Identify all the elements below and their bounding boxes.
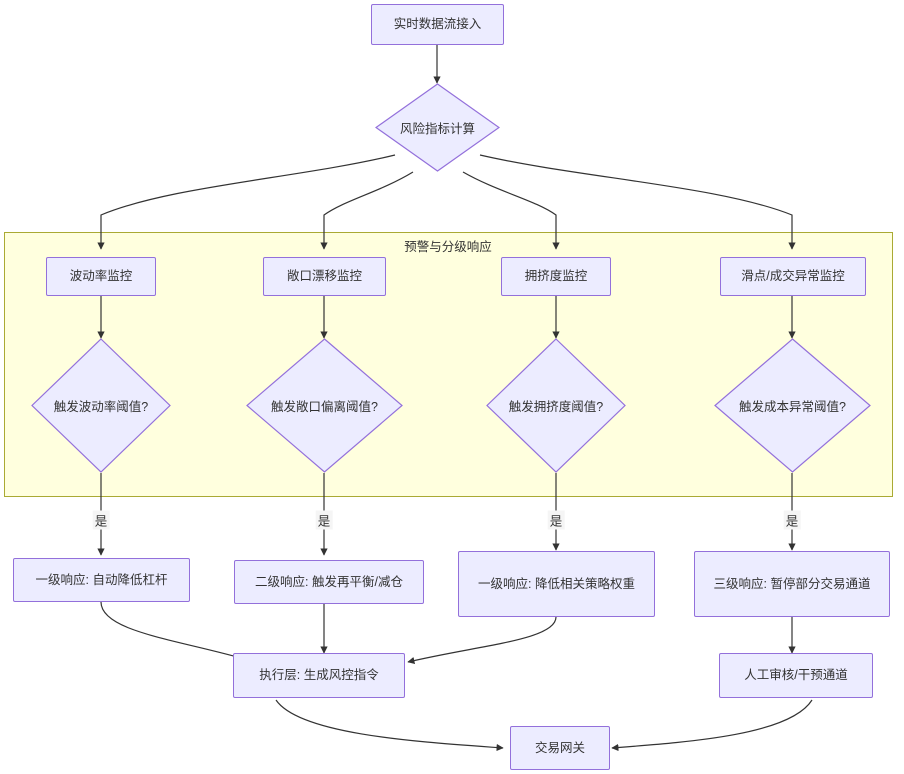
- node-risk-calc-label: 风险指标计算: [399, 122, 475, 136]
- node-monitor-vol[interactable]: 波动率监控: [46, 257, 156, 296]
- edge-label-yes-crowd: 是: [547, 510, 565, 530]
- node-decide-vol[interactable]: 触发波动率阈值?: [31, 338, 171, 473]
- diamond-shape: [375, 83, 500, 172]
- node-risk-calc[interactable]: 风险指标计算: [375, 83, 500, 172]
- diamond-shape: [714, 338, 871, 473]
- node-decide-slip-label: 触发成本异常阈值?: [739, 400, 846, 414]
- edge-respcrowd-to-exec: [407, 616, 557, 665]
- diamond-shape: [486, 338, 626, 473]
- node-response-crowd[interactable]: 一级响应: 降低相关策略权重: [458, 551, 655, 617]
- node-monitor-drift[interactable]: 敞口漂移监控: [263, 257, 386, 296]
- node-decide-slip[interactable]: 触发成本异常阈值?: [714, 338, 871, 473]
- edge-label-yes-vol: 是: [92, 510, 110, 530]
- node-response-vol[interactable]: 一级响应: 自动降低杠杆: [13, 558, 190, 602]
- node-monitor-crowd[interactable]: 拥挤度监控: [501, 257, 611, 296]
- node-decide-drift-label: 触发敞口偏离阈值?: [271, 400, 378, 414]
- node-gateway[interactable]: 交易网关: [510, 726, 610, 770]
- node-monitor-slip[interactable]: 滑点/成交异常监控: [720, 257, 866, 296]
- edge-manual-to-gateway: [611, 699, 813, 752]
- node-exec-layer[interactable]: 执行层: 生成风控指令: [233, 653, 405, 698]
- edge-label-yes-slip: 是: [783, 510, 801, 530]
- edge-exec-to-gateway: [275, 699, 504, 752]
- node-decide-vol-label: 触发波动率阈值?: [53, 400, 149, 414]
- node-decide-crowd[interactable]: 触发拥挤度阈值?: [486, 338, 626, 473]
- node-decide-crowd-label: 触发拥挤度阈值?: [508, 400, 604, 414]
- node-response-slip[interactable]: 三级响应: 暂停部分交易通道: [694, 551, 890, 617]
- diamond-shape: [246, 338, 403, 473]
- diamond-shape: [31, 338, 171, 473]
- edge-respvol-to-exec: [100, 601, 249, 662]
- cluster-label: 预警与分级响应: [404, 240, 492, 254]
- node-manual-review[interactable]: 人工审核/干预通道: [719, 653, 873, 698]
- node-response-drift[interactable]: 二级响应: 触发再平衡/减仓: [234, 560, 424, 604]
- node-ingest[interactable]: 实时数据流接入: [371, 4, 504, 45]
- node-decide-drift[interactable]: 触发敞口偏离阈值?: [246, 338, 403, 473]
- edge-label-yes-drift: 是: [315, 510, 333, 530]
